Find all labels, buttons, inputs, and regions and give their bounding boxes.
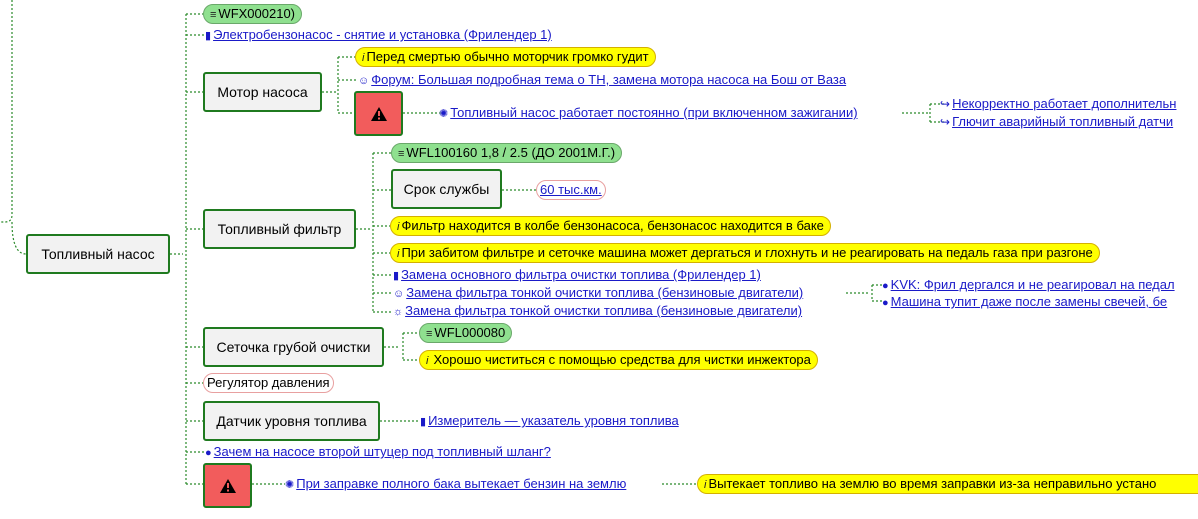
info-icon: i [397,221,400,233]
info-icon: i [426,355,429,367]
link-label: Измеритель — указатель уровня топлива [428,413,679,428]
note-label: Хорошо чиститься с помощью средства для … [433,352,811,367]
link-elektrobenzonasos[interactable]: ▮Электробензонасос - снятие и установка … [205,26,552,44]
link-zamena-osnovnogo[interactable]: ▮Замена основного фильтра очистки топлив… [393,266,761,284]
link-label: Форум: Большая подробная тема о ТН, заме… [371,72,847,87]
link-glyuchit[interactable]: ↪Глючит аварийный топливный датчи [940,113,1173,131]
warning-node-zapravka[interactable] [203,463,252,508]
link-nekorrektno[interactable]: ↪Некорректно работает дополнительн [940,95,1176,113]
link-label: 60 тыс.км. [540,182,602,197]
node-label: Датчик уровня топлива [216,413,367,429]
node-regulator[interactable]: Регулятор давления [203,373,334,393]
link-zamena-tonkoy-1[interactable]: ☺Замена фильтра тонкой очистки топлива (… [393,284,803,302]
wrench-icon: ↪ [940,115,951,129]
node-motor-nasosa[interactable]: Мотор насоса [203,72,322,112]
note-setochka-clean[interactable]: i Хорошо чиститься с помощью средства дл… [419,350,818,370]
code-label: WFL100160 1,8 / 2.5 (ДО 2001М.Г.) [406,145,616,160]
link-label: Замена фильтра тонкой очистки топлива (б… [406,285,804,300]
list-icon: ≡ [398,148,405,160]
root-node-fuel-pump[interactable]: Топливный насос [26,234,170,274]
link-forum-tn[interactable]: ☺Форум: Большая подробная тема о ТН, зам… [358,71,846,89]
note-label: Вытекает топливо на землю во время запра… [708,476,1157,491]
link-mashina-tupit[interactable]: ●Машина тупит даже после замены свечей, … [882,293,1167,311]
node-label: Топливный фильтр [217,221,342,237]
wrench-icon: ↪ [940,97,951,111]
node-setochka[interactable]: Сеточка грубой очистки [203,327,384,367]
document-icon: ▮ [420,416,427,428]
link-label: Замена фильтра тонкой очистки топлива (б… [405,303,803,318]
gear-icon: ✺ [439,108,449,120]
list-icon: ≡ [426,328,433,340]
user-icon: ● [882,280,889,292]
users-icon: ☺ [393,288,405,300]
root-label: Топливный насос [41,246,155,262]
document-icon: ▮ [393,270,400,282]
link-label: Электробензонасос - снятие и установка (… [213,27,552,42]
info-icon: i [704,479,707,491]
users-icon: ☺ [358,75,370,87]
link-label: KVK: Фрил дергался и не реагировал на пе… [890,277,1175,292]
link-label: Топливный насос работает постоянно (при … [450,105,858,120]
link-label: Зачем на насосе второй штуцер под топлив… [213,444,551,459]
link-zachem-shtutser[interactable]: ●Зачем на насосе второй штуцер под топли… [205,443,551,461]
warning-icon [219,478,236,493]
warning-icon [370,106,387,121]
gear-icon: ✺ [285,479,295,491]
link-izmeritel[interactable]: ▮Измеритель — указатель уровня топлива [420,412,679,430]
note-label: При забитом фильтре и сеточке машина мож… [401,245,1093,260]
user-icon: ● [882,297,889,309]
info-icon: i [362,52,365,64]
link-zapravka[interactable]: ✺При заправке полного бака вытекает бенз… [285,475,626,493]
user-icon: ● [205,447,212,459]
link-kvk[interactable]: ●KVK: Фрил дергался и не реагировал на п… [882,276,1175,294]
list-icon: ≡ [210,9,217,21]
node-label: Срок службы [403,181,490,197]
code-badge-wfx[interactable]: ≡WFX000210) [203,4,303,24]
node-fuel-filter[interactable]: Топливный фильтр [203,209,356,249]
node-label: Регулятор давления [207,375,330,390]
link-pump-always-on[interactable]: ✺Топливный насос работает постоянно (при… [439,104,858,122]
code-label: WFX000210) [218,6,296,21]
note-label: Перед смертью обычно моторчик громко гуд… [366,49,649,64]
note-label: Фильтр находится в колбе бензонасоса, бе… [401,218,824,233]
node-label: Сеточка грубой очистки [216,339,371,355]
node-label: Мотор насоса [217,84,308,100]
code-badge-wfl000080[interactable]: ≡WFL000080 [419,323,513,343]
code-label: WFL000080 [434,325,506,340]
info-icon: i [397,248,400,260]
link-label: Глючит аварийный топливный датчи [952,114,1174,129]
link-label: Некорректно работает дополнительн [952,96,1177,111]
link-label: Замена основного фильтра очистки топлива… [401,267,761,282]
document-icon: ▮ [205,30,212,42]
code-badge-wfl100160[interactable]: ≡WFL100160 1,8 / 2.5 (ДО 2001М.Г.) [391,143,623,163]
link-label: Машина тупит даже после замены свечей, б… [890,294,1168,309]
link-zamena-tonkoy-2[interactable]: ☼Замена фильтра тонкой очистки топлива (… [393,302,802,320]
sun-icon: ☼ [393,306,404,318]
node-srok-sluzhby[interactable]: Срок службы [391,169,502,209]
node-datchik-urovnya[interactable]: Датчик уровня топлива [203,401,380,441]
link-60-tys-km[interactable]: 60 тыс.км. [536,180,606,200]
warning-node-motor[interactable] [354,91,403,136]
link-label: При заправке полного бака вытекает бензи… [296,476,627,491]
